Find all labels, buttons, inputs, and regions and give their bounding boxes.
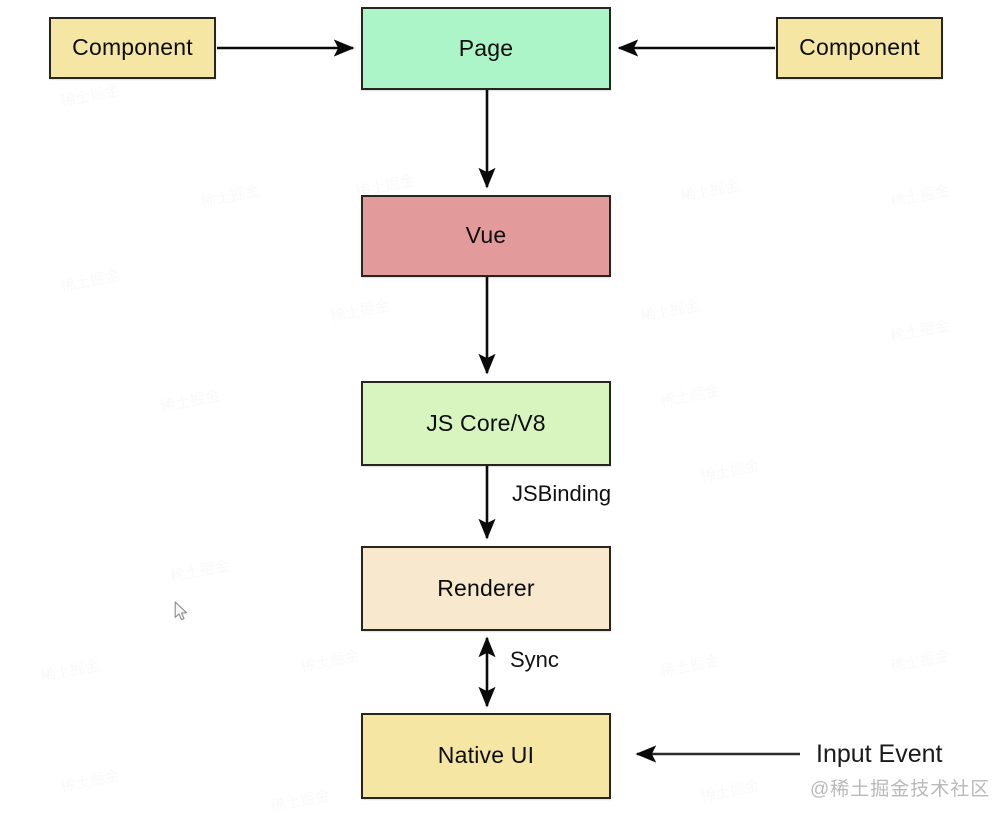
- background-watermark: 稀土掘金: [59, 82, 122, 111]
- background-watermark: 稀土掘金: [659, 382, 722, 411]
- background-watermark: 稀土掘金: [659, 652, 722, 681]
- node-component-right[interactable]: Component: [776, 17, 943, 79]
- watermark-text: @稀土掘金技术社区: [810, 779, 991, 800]
- node-js-core-v8[interactable]: JS Core/V8: [361, 381, 611, 466]
- background-watermark: 稀土掘金: [889, 182, 952, 211]
- background-watermark: 稀土掘金: [39, 657, 102, 686]
- edge-label-jsbinding: JSBinding: [512, 481, 612, 506]
- background-watermark: 稀土掘金: [639, 297, 702, 326]
- background-watermark: 稀土掘金: [269, 787, 332, 816]
- background-watermark: 稀土掘金: [699, 777, 762, 806]
- mouse-pointer-icon: [174, 601, 188, 621]
- edge-label-input-event: Input Event: [816, 740, 943, 768]
- background-watermark: 稀土掘金: [889, 647, 952, 676]
- background-watermark: 稀土掘金: [169, 557, 232, 586]
- node-page[interactable]: Page: [361, 7, 611, 90]
- background-watermark: 稀土掘金: [699, 457, 762, 486]
- background-watermark: 稀土掘金: [299, 647, 362, 676]
- background-watermark: 稀土掘金: [679, 177, 742, 206]
- edge-label-sync: Sync: [510, 647, 559, 672]
- background-watermark: 稀土掘金: [59, 267, 122, 296]
- node-vue[interactable]: Vue: [361, 195, 611, 277]
- node-native-ui[interactable]: Native UI: [361, 713, 611, 799]
- background-watermark: 稀土掘金: [889, 317, 952, 346]
- background-watermark: 稀土掘金: [59, 767, 122, 796]
- node-component-left[interactable]: Component: [49, 17, 216, 79]
- background-watermark: 稀土掘金: [159, 387, 222, 416]
- background-watermark: 稀土掘金: [329, 297, 392, 326]
- node-renderer[interactable]: Renderer: [361, 546, 611, 631]
- background-watermark: 稀土掘金: [199, 182, 262, 211]
